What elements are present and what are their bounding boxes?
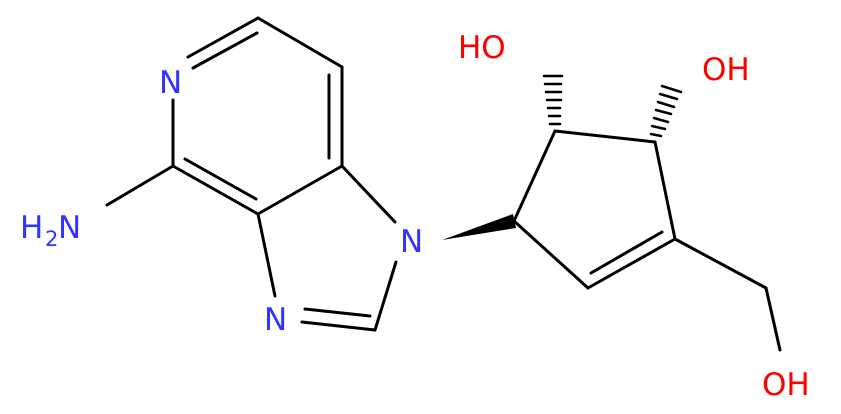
bond-n-bottom-c-fused — [256, 212, 277, 298]
bond-c4-c5-double — [589, 230, 664, 275]
bond-c5-c1 — [512, 219, 590, 290]
bond-c-n-bottom-double — [303, 307, 372, 318]
bond-ch2-oh — [764, 286, 782, 352]
bond-c-top-c-right — [256, 16, 344, 69]
wedge-bond-n-c1 — [442, 214, 516, 240]
bond-n-c-top-double — [191, 31, 259, 70]
bond-c-fused-c-amine — [171, 164, 260, 216]
atom-hydroxyl-right: OH — [702, 52, 750, 88]
bond-c4-ch2 — [673, 237, 768, 290]
cyclopentene-ring — [512, 129, 677, 290]
bond-c2-c3 — [553, 129, 657, 144]
imidazole-ring — [256, 164, 398, 332]
bond-n-glycosidic-c — [373, 260, 398, 332]
bond-c-fused-n-glycosidic — [340, 164, 397, 224]
bond-c1-c2 — [512, 129, 557, 223]
bond-c-nh2 — [105, 164, 175, 207]
bond-c-fused-c-amine-double — [183, 157, 258, 201]
atom-pyridine-n: N — [159, 65, 182, 101]
atom-amine-h: H — [20, 210, 43, 246]
bond-c4-c5 — [586, 237, 677, 290]
bond-c-fused-c-fused — [256, 164, 344, 216]
atom-hydroxymethyl-oh: OH — [762, 367, 810, 403]
hashed-bond-left-oh — [542, 74, 564, 126]
atom-amine-subscript: 2 — [45, 227, 58, 251]
bond-c3-c4 — [653, 140, 677, 241]
atom-hydroxyl-left: HO — [458, 30, 506, 66]
atom-amine-n: N — [58, 210, 81, 246]
atom-imidazole-n-glycosidic: N — [400, 224, 423, 260]
pyridine-ring — [171, 16, 344, 216]
bond-n-c-top — [186, 16, 260, 59]
bond-c-n-bottom — [300, 320, 377, 332]
atom-imidazole-n-bottom: N — [264, 302, 287, 338]
hashed-bond-right-oh — [649, 84, 683, 138]
